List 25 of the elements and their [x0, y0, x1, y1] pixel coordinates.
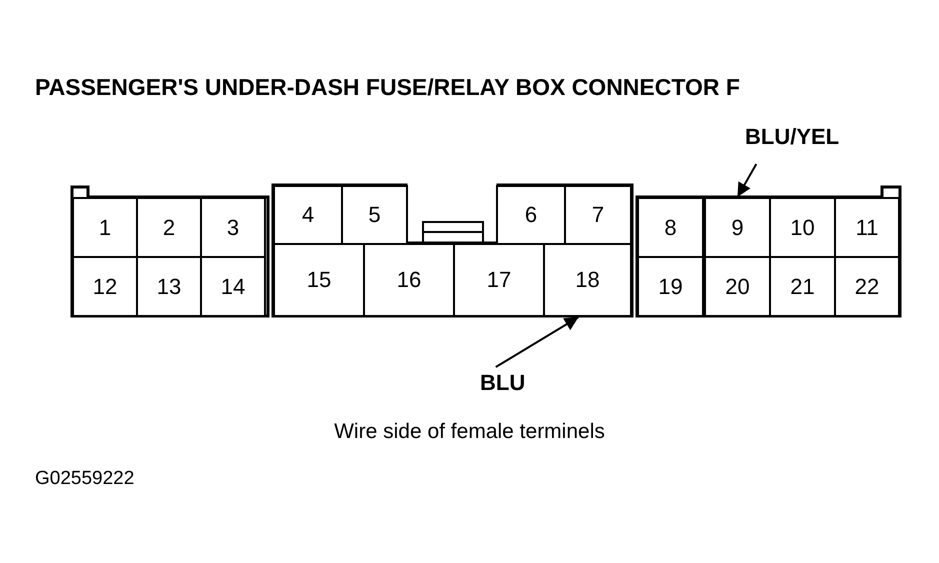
terminal-cavity: 20 [704, 256, 771, 317]
terminal-cavity: 18 [543, 243, 632, 317]
terminal-cavity: 4 [273, 185, 343, 245]
terminal-cavity: 19 [637, 256, 704, 317]
wire-color-label: BLU/YEL [745, 124, 840, 150]
terminal-cavity: 8 [637, 197, 704, 258]
terminal-cavity: 14 [200, 256, 266, 317]
wire-color-label: BLU [480, 370, 526, 396]
terminal-cavity: 3 [200, 197, 266, 258]
terminal-cavity: 9 [704, 197, 771, 258]
terminal-cavity: 1 [72, 197, 138, 258]
figure-number: G02559222 [35, 468, 134, 490]
caption: Wire side of female terminels [333, 420, 606, 444]
terminal-cavity: 15 [273, 243, 365, 317]
leader-arrow [495, 316, 580, 368]
terminal-cavity: 11 [834, 197, 900, 258]
terminal-cavity: 16 [363, 243, 455, 317]
terminal-cavity: 22 [834, 256, 900, 317]
terminal-cavity: 5 [341, 185, 408, 245]
title: PASSENGER'S UNDER-DASH FUSE/RELAY BOX CONNECTOR F [35, 74, 740, 101]
terminal-cavity: 12 [72, 256, 138, 317]
terminal-cavity: 7 [564, 185, 632, 245]
terminal-cavity: 6 [496, 185, 566, 245]
terminal-cavity: 17 [453, 243, 545, 317]
leader-arrow [736, 164, 758, 198]
